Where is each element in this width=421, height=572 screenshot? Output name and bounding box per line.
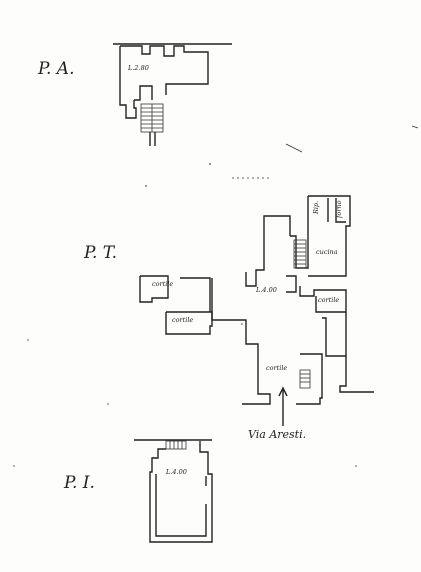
ground-main-room-label: L.4.00	[255, 286, 277, 294]
ground-cucina-label: cucina	[316, 248, 338, 256]
ground-floor-plan: P. T. cortile cortile L.4.00 cortile cor…	[83, 195, 374, 441]
lower-floor-label: P. I.	[63, 473, 95, 493]
ground-cortile-left-outline	[139, 275, 169, 303]
ground-floor-label: P. T.	[83, 243, 117, 263]
paper-marks	[13, 125, 419, 467]
ground-entrance-stair	[299, 369, 311, 389]
ground-floor-stair	[293, 239, 307, 269]
ground-forno-walls	[327, 198, 346, 223]
lower-floor-room-label: L.4.00	[165, 468, 187, 476]
lower-floor-outline	[149, 441, 213, 543]
upper-floor-plan: P. A. L.2.80	[37, 43, 232, 146]
entrance-arrow-head	[278, 386, 288, 397]
ground-cortile-right-outline	[299, 286, 347, 313]
upper-floor-right-wall	[120, 45, 209, 95]
ground-main-north-wall	[245, 215, 291, 287]
ground-south-west-wall	[242, 354, 271, 405]
upper-floor-stair	[140, 103, 164, 146]
ground-stair-wall	[290, 196, 309, 269]
ground-east-pier	[286, 275, 297, 293]
ground-cortile-right-label: cortile	[318, 296, 339, 304]
lower-floor-plan: P. I. L.4.00	[63, 439, 213, 543]
ground-south-east-wall	[296, 353, 323, 405]
upper-floor-stair-wall	[134, 85, 153, 101]
ground-cucina-outline	[308, 195, 351, 277]
upper-floor-room-label: L.2.80	[127, 64, 149, 72]
ground-west-wall	[180, 277, 211, 312]
ground-cortile-small-label: cortile	[172, 316, 193, 324]
ground-east-wall	[322, 317, 374, 393]
ground-rip-label: Rip.	[312, 201, 320, 215]
ground-cortile-bottom-label: cortile	[266, 364, 287, 372]
ground-forno-label: forno	[335, 200, 343, 219]
upper-floor-label: P. A.	[37, 59, 74, 79]
lower-floor-stair	[165, 440, 187, 450]
lower-floor-inner-wall	[155, 474, 207, 537]
upper-floor-left-wall	[119, 46, 137, 119]
ground-cortile-left-label: cortile	[152, 280, 173, 288]
street-name-label: Via Aresti.	[248, 428, 306, 441]
ground-main-west-wall	[211, 278, 259, 354]
